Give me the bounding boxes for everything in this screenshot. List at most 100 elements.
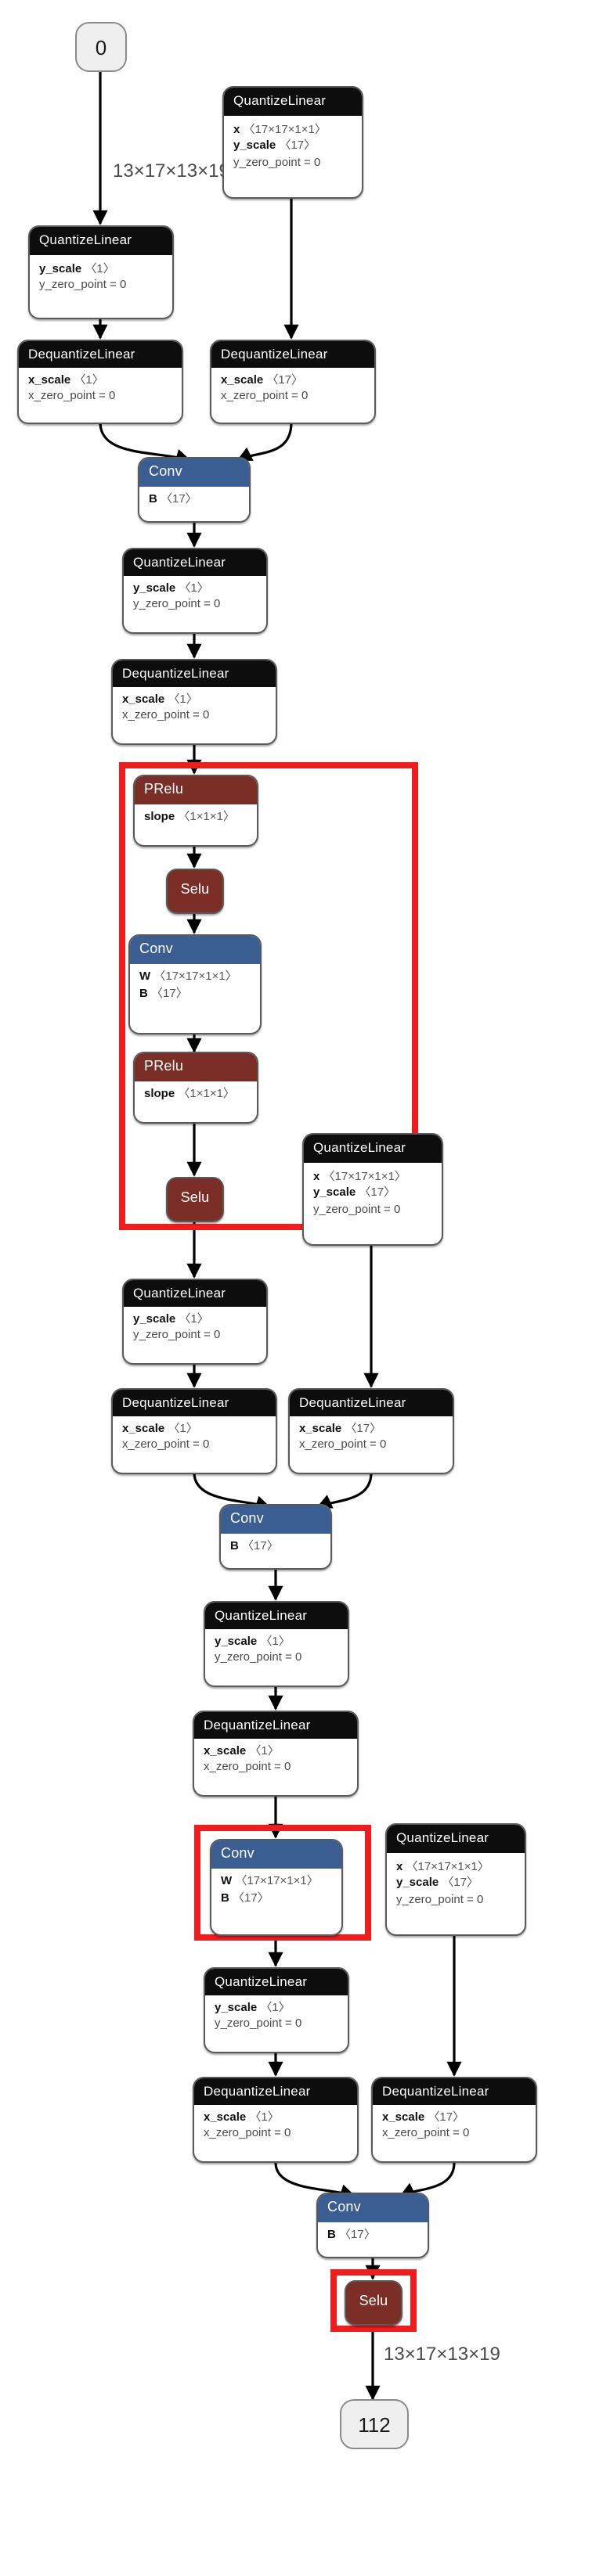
attr-name: x_zero_point = 0: [122, 1437, 210, 1452]
node-attrs: W 〈17×17×1×1〉 B 〈17〉: [130, 964, 260, 1008]
node-attrs: y_scale 〈1〉 y_zero_point = 0: [205, 1628, 348, 1672]
node-quantizelinear-3[interactable]: QuantizeLinear y_scale 〈1〉 y_zero_point …: [122, 1279, 268, 1365]
node-quantizelinear-w2[interactable]: QuantizeLinear x 〈17×17×1×1〉 y_scale 〈17…: [302, 1133, 443, 1246]
attr-dim: 〈17〉: [442, 1875, 479, 1890]
attr-dim: 〈17〉: [151, 985, 188, 1000]
node-dequantizelinear-1[interactable]: DequantizeLinear x_scale 〈1〉 x_zero_poin…: [17, 340, 183, 424]
node-attrs: B 〈17〉: [318, 2222, 428, 2249]
attr-name: y_scale: [313, 1185, 356, 1200]
attr-dim: 〈17〉: [242, 1538, 279, 1552]
node-conv-2[interactable]: Conv W 〈17×17×1×1〉 B 〈17〉: [128, 934, 262, 1034]
node-quantizelinear-w1[interactable]: QuantizeLinear x 〈17×17×1×1〉 y_scale 〈17…: [222, 86, 363, 199]
io-node-output-label: 112: [358, 2412, 391, 2436]
node-title: QuantizeLinear: [205, 1969, 348, 1995]
node-selu-3[interactable]: Selu: [345, 2280, 402, 2326]
attr-name: W: [221, 1873, 233, 1887]
attr-name: y_zero_point = 0: [215, 2016, 302, 2031]
node-dequantizelinear-4[interactable]: DequantizeLinear x_scale 〈1〉 x_zero_poin…: [193, 1711, 359, 1797]
attr-name: x_zero_point = 0: [28, 388, 116, 403]
attr-name: y_zero_point = 0: [313, 1202, 401, 1217]
node-selu-1[interactable]: Selu: [166, 869, 224, 914]
node-conv-1[interactable]: Conv B 〈17〉: [138, 457, 251, 523]
node-title: Conv: [318, 2194, 428, 2222]
attr-name: slope: [144, 809, 175, 823]
attr-name: x_zero_point = 0: [122, 707, 210, 722]
node-title: DequantizeLinear: [113, 660, 276, 686]
node-quantizelinear-w3[interactable]: QuantizeLinear x 〈17×17×1×1〉 y_scale 〈17…: [385, 1823, 526, 1936]
highlight-prelu-selu-block: [119, 762, 418, 1230]
attr-name: x_scale: [221, 372, 264, 386]
node-title: Selu: [168, 1178, 222, 1218]
node-conv-5[interactable]: Conv B 〈17〉: [316, 2193, 429, 2258]
attr-name: x_zero_point = 0: [204, 2125, 291, 2140]
highlight-selu-block: [330, 2269, 417, 2332]
edge-label-input-shape: 13×17×13×19: [113, 160, 229, 182]
node-attrs: slope 〈1×1×1〉: [135, 804, 257, 831]
node-title: QuantizeLinear: [224, 88, 362, 115]
node-title: DequantizeLinear: [113, 1390, 276, 1416]
attr-name: y_scale: [133, 580, 176, 594]
attr-name: x_scale: [204, 2109, 247, 2123]
node-dequantizelinear-w3[interactable]: DequantizeLinear x_scale 〈17〉 x_zero_poi…: [371, 2077, 537, 2163]
io-node-input-label: 0: [95, 35, 107, 59]
node-attrs: slope 〈1×1×1〉: [135, 1081, 257, 1108]
node-attrs: x_scale 〈17〉 x_zero_point = 0: [373, 2104, 536, 2148]
attr-name: y_zero_point = 0: [396, 1892, 484, 1907]
node-dequantizelinear-w1[interactable]: DequantizeLinear x_scale 〈17〉 x_zero_poi…: [210, 340, 376, 424]
node-attrs: x 〈17×17×1×1〉 y_scale 〈17〉 y_zero_point …: [387, 1852, 525, 1916]
node-prelu-2[interactable]: PRelu slope 〈1×1×1〉: [133, 1052, 258, 1124]
attr-name: x_zero_point = 0: [204, 1759, 291, 1774]
attr-name: x_scale: [122, 1420, 165, 1434]
attr-dim: 〈1〉: [179, 580, 209, 594]
attr-dim: 〈17〉: [266, 372, 304, 386]
io-node-output[interactable]: 112: [340, 2399, 409, 2449]
attr-name: x_scale: [204, 1743, 247, 1757]
attr-dim: 〈17×17×1×1〉: [323, 1168, 406, 1182]
attr-name: y_scale: [233, 138, 276, 153]
attr-dim: 〈1〉: [260, 1633, 291, 1647]
node-conv-3[interactable]: Conv B 〈17〉: [219, 1504, 332, 1570]
attr-dim: 〈17×17×1×1〉: [153, 969, 237, 983]
attr-dim: 〈1〉: [249, 1743, 280, 1757]
node-quantizelinear-4[interactable]: QuantizeLinear y_scale 〈1〉 y_zero_point …: [204, 1601, 349, 1687]
attr-name: x: [396, 1858, 403, 1873]
node-conv-4[interactable]: Conv W 〈17×17×1×1〉 B 〈17〉: [210, 1839, 343, 1936]
node-title: DequantizeLinear: [19, 341, 182, 367]
attr-name: y_scale: [215, 1633, 258, 1647]
node-selu-2[interactable]: Selu: [166, 1177, 224, 1222]
node-dequantizelinear-3[interactable]: DequantizeLinear x_scale 〈1〉 x_zero_poin…: [111, 1388, 277, 1474]
attr-name: y_zero_point = 0: [215, 1650, 302, 1664]
attr-dim: 〈1〉: [260, 1999, 291, 2013]
attr-name: y_scale: [133, 1311, 176, 1325]
node-attrs: x_scale 〈1〉 x_zero_point = 0: [113, 1416, 276, 1459]
io-node-input[interactable]: 0: [75, 22, 127, 72]
attr-name: x: [313, 1168, 320, 1182]
node-title: Selu: [168, 870, 222, 909]
node-quantizelinear-2[interactable]: QuantizeLinear y_scale 〈1〉 y_zero_point …: [122, 548, 268, 634]
node-attrs: y_scale 〈1〉 y_zero_point = 0: [30, 254, 172, 301]
attr-dim: 〈1×1×1〉: [178, 1086, 235, 1100]
node-dequantizelinear-5[interactable]: DequantizeLinear x_scale 〈1〉 x_zero_poin…: [193, 2077, 359, 2163]
node-title: DequantizeLinear: [194, 1712, 357, 1738]
node-attrs: B 〈17〉: [139, 487, 249, 513]
node-title: QuantizeLinear: [124, 549, 266, 575]
attr-name: x_scale: [299, 1420, 342, 1434]
attr-name: y_scale: [215, 1999, 258, 2013]
attr-name: y_scale: [396, 1875, 439, 1890]
node-title: QuantizeLinear: [304, 1135, 442, 1162]
node-attrs: x_scale 〈17〉 x_zero_point = 0: [211, 367, 374, 411]
node-attrs: y_scale 〈1〉 y_zero_point = 0: [205, 1995, 348, 2038]
node-title: QuantizeLinear: [387, 1825, 525, 1852]
node-attrs: x_scale 〈1〉 x_zero_point = 0: [19, 367, 182, 411]
node-quantizelinear-5[interactable]: QuantizeLinear y_scale 〈1〉 y_zero_point …: [204, 1967, 349, 2053]
node-title: QuantizeLinear: [30, 227, 172, 254]
node-title: DequantizeLinear: [373, 2078, 536, 2104]
node-prelu-1[interactable]: PRelu slope 〈1×1×1〉: [133, 775, 258, 847]
node-quantizelinear-1[interactable]: QuantizeLinear y_scale 〈1〉 y_zero_point …: [28, 225, 174, 319]
node-title: Selu: [346, 2282, 401, 2321]
attr-dim: 〈17×17×1×1〉: [235, 1873, 319, 1887]
node-dequantizelinear-2[interactable]: DequantizeLinear x_scale 〈1〉 x_zero_poin…: [111, 659, 277, 745]
attr-name: y_scale: [39, 261, 82, 275]
node-dequantizelinear-w2[interactable]: DequantizeLinear x_scale 〈17〉 x_zero_poi…: [288, 1388, 454, 1474]
node-title: DequantizeLinear: [290, 1390, 453, 1416]
